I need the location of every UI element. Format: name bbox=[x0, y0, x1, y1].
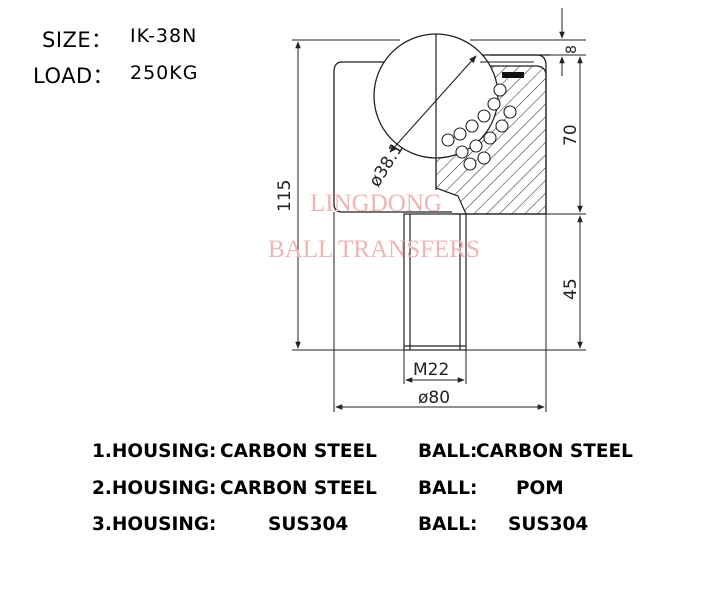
dimension-top-gap-label: 8 bbox=[564, 45, 580, 54]
dimension-right-heights bbox=[466, 8, 586, 351]
threaded-stem bbox=[403, 213, 467, 351]
material-1-housing: CARBON STEEL bbox=[220, 441, 377, 462]
seal-ring bbox=[502, 72, 524, 78]
material-1-ball: CARBON STEEL bbox=[476, 441, 633, 462]
dimension-width-label: ø80 bbox=[418, 388, 450, 408]
material-1-ball-label: BALL: bbox=[418, 441, 478, 462]
material-2-ball: POM bbox=[516, 478, 564, 499]
dimension-lower-height-label: 45 bbox=[561, 278, 581, 300]
material-3-ball: SUS304 bbox=[508, 514, 589, 535]
material-3-housing: SUS304 bbox=[268, 514, 349, 535]
dimension-total-height-label: 115 bbox=[275, 180, 295, 212]
dimension-thread-label: M22 bbox=[413, 360, 449, 380]
watermark-line-1: LINGDONG bbox=[310, 190, 442, 217]
size-value: IK-38N bbox=[130, 25, 198, 47]
material-2-housing: CARBON STEEL bbox=[220, 478, 377, 499]
ball-diameter-label: ø38.1 bbox=[365, 139, 408, 191]
size-label: SIZE： bbox=[42, 28, 113, 52]
technical-drawing: ø38.1 115 8 70 45 M22 ø80 LINGDONG BALL … bbox=[268, 8, 586, 412]
dimension-thread bbox=[403, 350, 467, 384]
material-1-number: 1.HOUSING: bbox=[92, 441, 217, 462]
load-label: LOAD： bbox=[33, 64, 115, 88]
load-value: 250KG bbox=[130, 62, 199, 84]
dimension-total-height bbox=[292, 39, 404, 351]
dimension-upper-height-label: 70 bbox=[561, 124, 581, 146]
material-2-number: 2.HOUSING: bbox=[92, 478, 217, 499]
dimension-width bbox=[333, 212, 547, 412]
material-2-ball-label: BALL: bbox=[418, 478, 478, 499]
watermark-line-2: BALL TRANSFERS bbox=[268, 236, 480, 263]
ball-diameter-leader bbox=[389, 55, 477, 153]
material-3-number: 3.HOUSING: bbox=[92, 514, 217, 535]
material-3-ball-label: BALL: bbox=[418, 514, 478, 535]
